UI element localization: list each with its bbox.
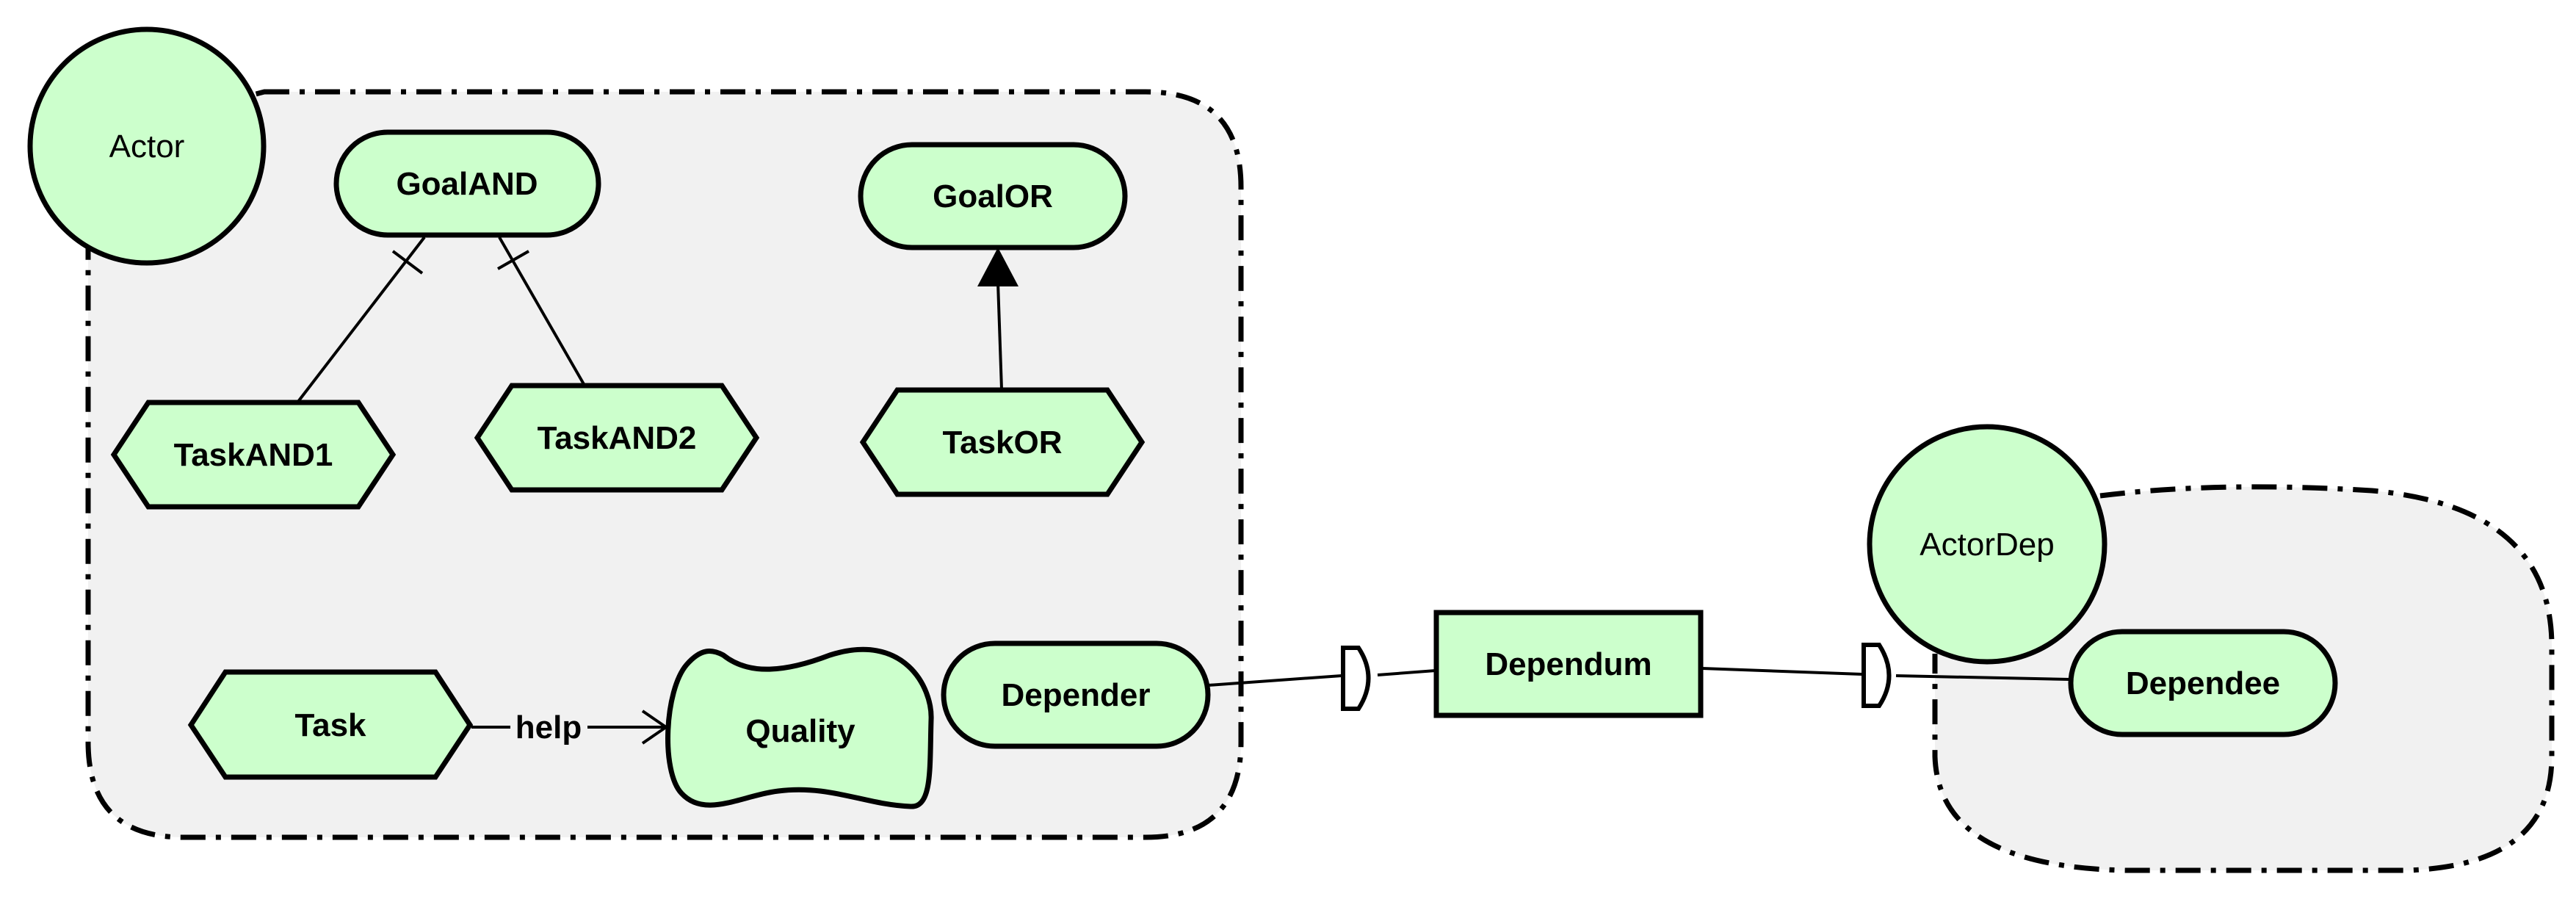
dependency-d-marker bbox=[1341, 646, 1371, 711]
dependee-node[interactable]: Dependee bbox=[2068, 629, 2338, 737]
goal-and-node[interactable]: GoalAND bbox=[333, 129, 601, 238]
task-or-node[interactable]: TaskOR bbox=[859, 387, 1146, 497]
goal-or-label: GoalOR bbox=[933, 178, 1053, 214]
actor-label: Actor bbox=[109, 129, 185, 165]
task-and1-node[interactable]: TaskAND1 bbox=[110, 400, 397, 510]
goal-and-label: GoalAND bbox=[396, 166, 538, 202]
task-label: Task bbox=[294, 707, 366, 743]
dependum-label: Dependum bbox=[1485, 646, 1651, 682]
actor-node[interactable]: Actor bbox=[27, 26, 267, 266]
dependency-link-depender[interactable] bbox=[1207, 646, 1436, 711]
task-or-label: TaskOR bbox=[942, 425, 1062, 461]
task-and1-label: TaskAND1 bbox=[174, 437, 333, 473]
dependency-d-marker-2 bbox=[1862, 643, 1892, 708]
task-and2-label: TaskAND2 bbox=[538, 420, 697, 456]
dependee-label: Dependee bbox=[2126, 665, 2280, 701]
depender-node[interactable]: Depender bbox=[941, 640, 1211, 749]
depender-label: Depender bbox=[1002, 677, 1151, 713]
quality-label: Quality bbox=[745, 713, 855, 749]
or-refinement-link[interactable] bbox=[977, 248, 1019, 390]
contribution-label: help bbox=[515, 710, 582, 745]
dependum-node[interactable]: Dependum bbox=[1433, 610, 1704, 718]
task-and2-node[interactable]: TaskAND2 bbox=[474, 383, 760, 493]
actor-dep-label: ActorDep bbox=[1920, 527, 2054, 563]
goal-or-node[interactable]: GoalOR bbox=[858, 142, 1128, 250]
quality-node[interactable]: Quality bbox=[665, 646, 934, 809]
task-node[interactable]: Task bbox=[187, 669, 474, 780]
dependency-link-dependee[interactable] bbox=[1701, 643, 2070, 708]
actor-dep-node[interactable]: ActorDep bbox=[1867, 424, 2108, 665]
and-refinement-link-1[interactable] bbox=[296, 236, 426, 404]
and-refinement-link-2[interactable] bbox=[497, 237, 585, 385]
